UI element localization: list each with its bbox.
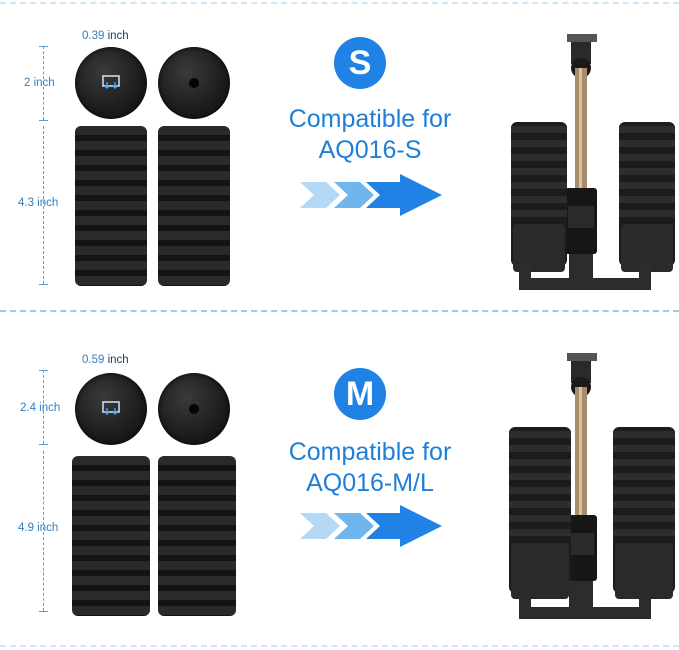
air-outlet-icon bbox=[102, 75, 120, 89]
top-dashed-border bbox=[0, 2, 679, 4]
size-badge: M bbox=[334, 368, 386, 420]
bottom-dashed-border bbox=[0, 645, 679, 647]
sponge-cap-with-hole bbox=[158, 47, 230, 119]
cap-height-line bbox=[43, 370, 44, 444]
sponge-height-line bbox=[43, 451, 44, 611]
disc-width-label: 0.59 inch bbox=[82, 354, 129, 366]
section-divider bbox=[0, 310, 679, 312]
sponge-cap-with-outlet bbox=[75, 373, 147, 445]
sponge-cylinder-left bbox=[75, 126, 147, 286]
sponge-cylinder-right bbox=[158, 456, 236, 616]
chevron-arrow-icon bbox=[300, 174, 442, 216]
size-m-panel: 0.59 inch 2.4 inch 4.9 inch M Compatible… bbox=[0, 325, 679, 650]
cap-height-label: 2.4 inch bbox=[20, 402, 61, 414]
sponge-height-label: 4.3 inch bbox=[18, 197, 59, 209]
cap-height-label: 2 inch bbox=[24, 77, 55, 89]
disc-width-label: 0.39 inch bbox=[82, 30, 129, 42]
cap-height-line bbox=[43, 46, 44, 120]
chevron-arrow-icon bbox=[300, 505, 442, 547]
sponge-cylinder-right bbox=[158, 126, 230, 286]
sponge-height-label: 4.9 inch bbox=[18, 522, 59, 534]
sponge-cap-with-outlet bbox=[75, 47, 147, 119]
sponge-filter-product-image bbox=[511, 34, 675, 290]
compatibility-text: Compatible for AQ016-S bbox=[288, 105, 452, 164]
compatibility-text: Compatible for AQ016-M/L bbox=[288, 438, 452, 497]
size-s-panel: 0.39 inch 2 inch 4.3 inch S Compatible f… bbox=[18, 30, 675, 290]
air-outlet-icon bbox=[102, 401, 120, 415]
sponge-cap-with-hole bbox=[158, 373, 230, 445]
sponge-height-line bbox=[43, 126, 44, 284]
sponge-cylinder-left bbox=[72, 456, 150, 616]
size-badge: S bbox=[334, 37, 386, 89]
sponge-filter-product-image bbox=[509, 353, 675, 619]
